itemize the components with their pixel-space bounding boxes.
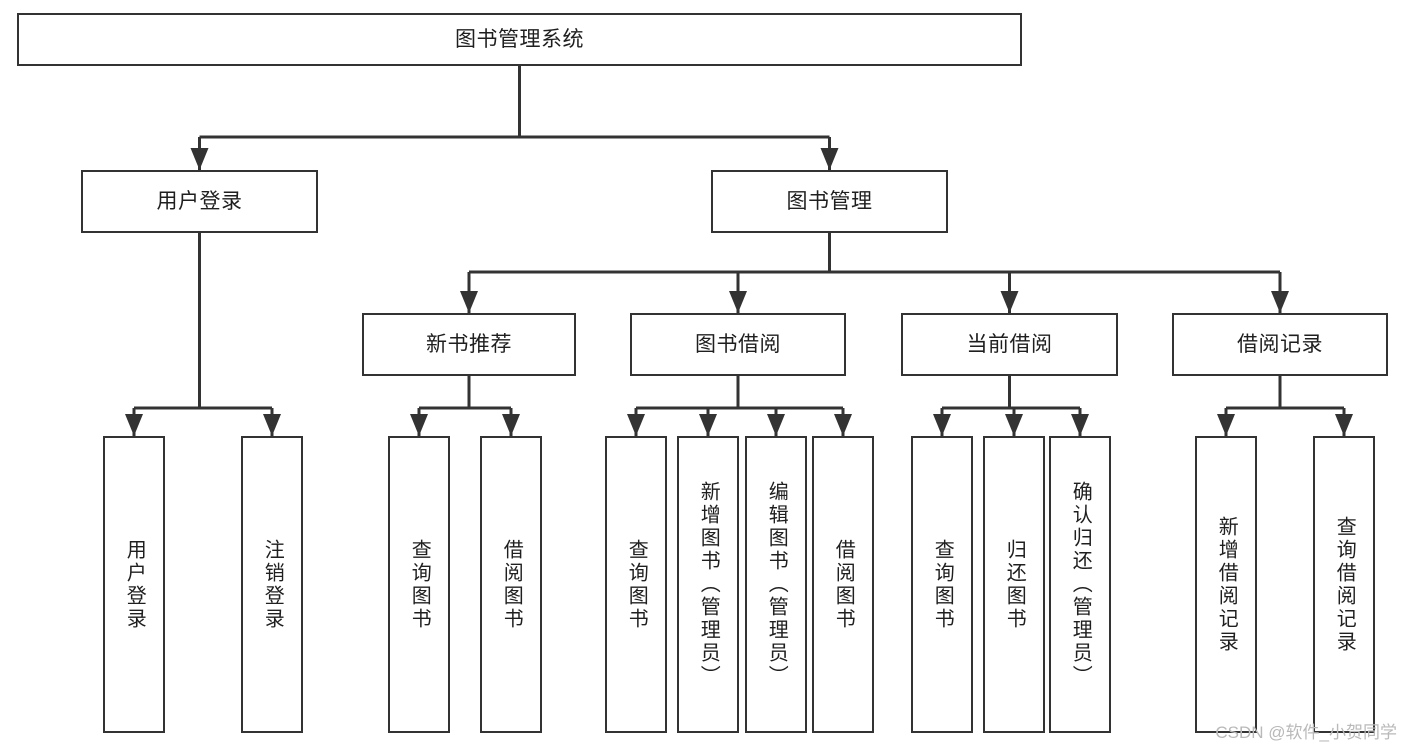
node-label-bookmgmt: 图书管理 <box>786 189 873 213</box>
node-root[interactable]: 图书管理系统 <box>17 13 1022 66</box>
arrowhead-leaf-user-logout <box>263 414 281 436</box>
node-label-newbooks: 新书推荐 <box>426 332 512 356</box>
node-current[interactable]: 当前借阅 <box>901 313 1118 376</box>
node-label-leaf-br-edit: 编辑图书（管理员） <box>765 481 788 688</box>
arrowhead-borrow <box>729 291 747 313</box>
node-borrow[interactable]: 图书借阅 <box>630 313 846 376</box>
arrowhead-bookmgmt <box>820 148 839 170</box>
node-leaf-nb-borrow[interactable]: 借阅图书 <box>480 436 542 733</box>
node-leaf-cu-return[interactable]: 归还图书 <box>983 436 1045 733</box>
node-label-current: 当前借阅 <box>966 332 1053 356</box>
node-label-leaf-nb-query: 查询图书 <box>408 538 431 631</box>
watermark-text: CSDN @软件_小贺同学 <box>1215 723 1397 742</box>
node-leaf-cu-query[interactable]: 查询图书 <box>911 436 973 733</box>
arrowhead-current <box>1000 291 1019 313</box>
node-bookmgmt[interactable]: 图书管理 <box>711 170 948 233</box>
arrowhead-records <box>1271 291 1289 313</box>
arrowhead-newbooks <box>460 291 478 313</box>
arrowhead-leaf-br-add <box>699 414 717 436</box>
arrowhead-leaf-nb-borrow <box>502 414 520 436</box>
arrowhead-leaf-cu-confirm <box>1071 414 1089 436</box>
node-newbooks[interactable]: 新书推荐 <box>362 313 576 376</box>
node-leaf-user-login[interactable]: 用户登录 <box>103 436 165 733</box>
node-leaf-br-add[interactable]: 新增图书（管理员） <box>677 436 739 733</box>
node-login[interactable]: 用户登录 <box>81 170 318 233</box>
node-label-leaf-cu-confirm: 确认归还（管理员） <box>1069 481 1092 688</box>
arrowhead-leaf-br-borrow <box>834 414 852 436</box>
arrowhead-leaf-rc-add <box>1217 414 1235 436</box>
node-label-login: 用户登录 <box>156 189 243 213</box>
arrowhead-login <box>190 148 209 170</box>
node-leaf-br-edit[interactable]: 编辑图书（管理员） <box>745 436 807 733</box>
arrowhead-leaf-cu-query <box>933 414 951 436</box>
arrowhead-leaf-user-login <box>125 414 143 436</box>
node-leaf-user-logout[interactable]: 注销登录 <box>241 436 303 733</box>
node-leaf-rc-query[interactable]: 查询借阅记录 <box>1313 436 1375 733</box>
arrowhead-leaf-rc-query <box>1335 414 1353 436</box>
node-label-leaf-cu-query: 查询图书 <box>931 538 954 631</box>
arrowhead-leaf-br-query <box>627 414 645 436</box>
node-leaf-br-borrow[interactable]: 借阅图书 <box>812 436 874 733</box>
node-leaf-cu-confirm[interactable]: 确认归还（管理员） <box>1049 436 1111 733</box>
node-label-borrow: 图书借阅 <box>695 332 781 356</box>
node-leaf-br-query[interactable]: 查询图书 <box>605 436 667 733</box>
node-label-leaf-rc-add: 新增借阅记录 <box>1215 515 1238 654</box>
node-label-leaf-br-borrow: 借阅图书 <box>832 538 855 631</box>
node-label-leaf-br-add: 新增图书（管理员） <box>697 481 720 688</box>
node-records[interactable]: 借阅记录 <box>1172 313 1388 376</box>
node-label-leaf-br-query: 查询图书 <box>625 538 648 631</box>
node-label-leaf-user-logout: 注销登录 <box>261 538 284 631</box>
node-label-leaf-user-login: 用户登录 <box>123 538 146 631</box>
arrowhead-leaf-br-edit <box>767 414 785 436</box>
node-label-leaf-cu-return: 归还图书 <box>1003 538 1026 631</box>
node-label-leaf-nb-borrow: 借阅图书 <box>500 538 523 631</box>
arrowhead-leaf-cu-return <box>1005 414 1023 436</box>
node-leaf-nb-query[interactable]: 查询图书 <box>388 436 450 733</box>
node-label-leaf-rc-query: 查询借阅记录 <box>1333 515 1356 654</box>
node-label-records: 借阅记录 <box>1237 332 1323 356</box>
arrowhead-leaf-nb-query <box>410 414 428 436</box>
node-leaf-rc-add[interactable]: 新增借阅记录 <box>1195 436 1257 733</box>
node-label-root: 图书管理系统 <box>455 27 584 51</box>
